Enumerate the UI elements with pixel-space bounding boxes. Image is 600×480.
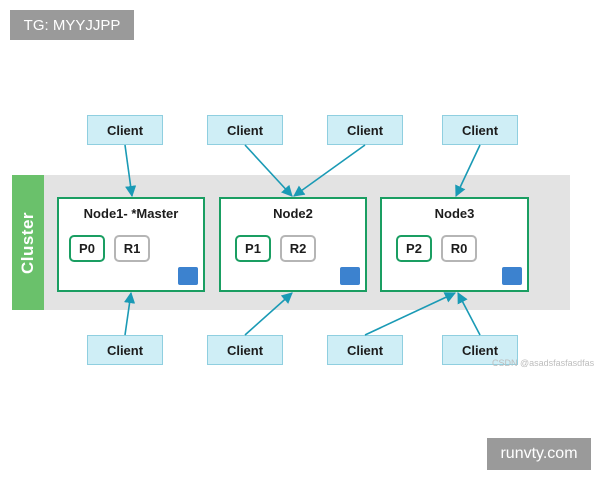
arrow-top-3 (293, 144, 366, 197)
watermark-bottom: runvty.com (487, 438, 591, 470)
node-title: Node2 (273, 206, 313, 221)
node-1: Node1- *Master P0 R1 (57, 197, 205, 292)
arrow-bottom-3 (364, 292, 457, 336)
client-top-2: Client (207, 115, 283, 145)
arrow-bottom-1 (124, 291, 136, 336)
arrow-top-1 (124, 144, 137, 198)
node-marker-square (340, 267, 360, 285)
node-marker-square (178, 267, 198, 285)
primary-shard: P2 (396, 235, 432, 262)
arrow-bottom-2 (244, 292, 293, 336)
node-marker-square (502, 267, 522, 285)
node-title: Node3 (434, 206, 475, 221)
node-2: Node2 P1 R2 (219, 197, 367, 292)
primary-shard: P1 (235, 235, 271, 262)
client-bottom-1: Client (87, 335, 163, 365)
node-3: Node3 P2 R0 (380, 197, 529, 292)
client-top-3: Client (327, 115, 403, 145)
arrow-bottom-4 (457, 292, 481, 336)
client-bottom-2: Client (207, 335, 283, 365)
replica-shard: R2 (280, 235, 316, 262)
watermark-top: TG: MYYJJPP (10, 10, 134, 40)
arrow-top-2 (244, 144, 293, 197)
client-top-1: Client (87, 115, 163, 145)
replica-shard: R1 (114, 235, 150, 262)
primary-shard: P0 (69, 235, 105, 262)
credit-text: CSDN @asadsfasfasdfas (492, 358, 595, 368)
client-bottom-4: Client (442, 335, 518, 365)
cluster-label: Cluster (12, 175, 44, 310)
client-bottom-3: Client (327, 335, 403, 365)
client-top-4: Client (442, 115, 518, 145)
node-title: Node1- *Master (83, 206, 179, 221)
arrow-top-4 (455, 144, 481, 198)
replica-shard: R0 (441, 235, 477, 262)
